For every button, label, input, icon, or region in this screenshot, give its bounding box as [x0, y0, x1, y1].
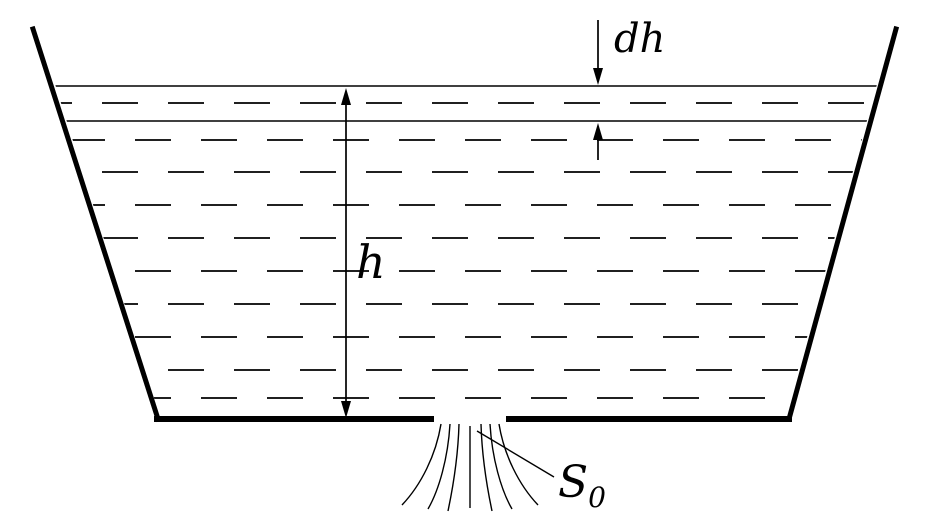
h-arrowhead-bottom-icon — [341, 401, 351, 418]
h-arrowhead-top-icon — [341, 88, 351, 105]
streamline-left-inner — [447, 423, 460, 512]
streamline-right-inner — [480, 423, 493, 512]
streamline-right-mid — [489, 423, 513, 510]
dh-dimension: dh — [593, 16, 665, 160]
s0-label-subscript: 0 — [588, 481, 606, 514]
h-dimension: h — [341, 88, 386, 418]
dh-arrowhead-up-icon — [593, 123, 603, 140]
h-label: h — [356, 235, 386, 289]
s0-label: S0 — [558, 457, 606, 514]
water-surface-lines — [38, 85, 892, 122]
vessel-walls — [29, 25, 900, 423]
s0-callout: S0 — [476, 430, 606, 514]
dh-label: dh — [614, 16, 665, 62]
s0-leader-line — [476, 430, 555, 478]
streamline-left-mid — [427, 423, 451, 510]
left-wall — [29, 25, 162, 423]
streamline-right-outer — [498, 423, 539, 506]
dh-arrowhead-down-icon — [593, 68, 603, 85]
right-wall — [785, 25, 900, 423]
s0-label-base: S — [558, 457, 588, 508]
streamline-left-outer — [401, 423, 442, 506]
water-dashes — [38, 102, 892, 399]
orifice-streamlines — [401, 423, 539, 512]
